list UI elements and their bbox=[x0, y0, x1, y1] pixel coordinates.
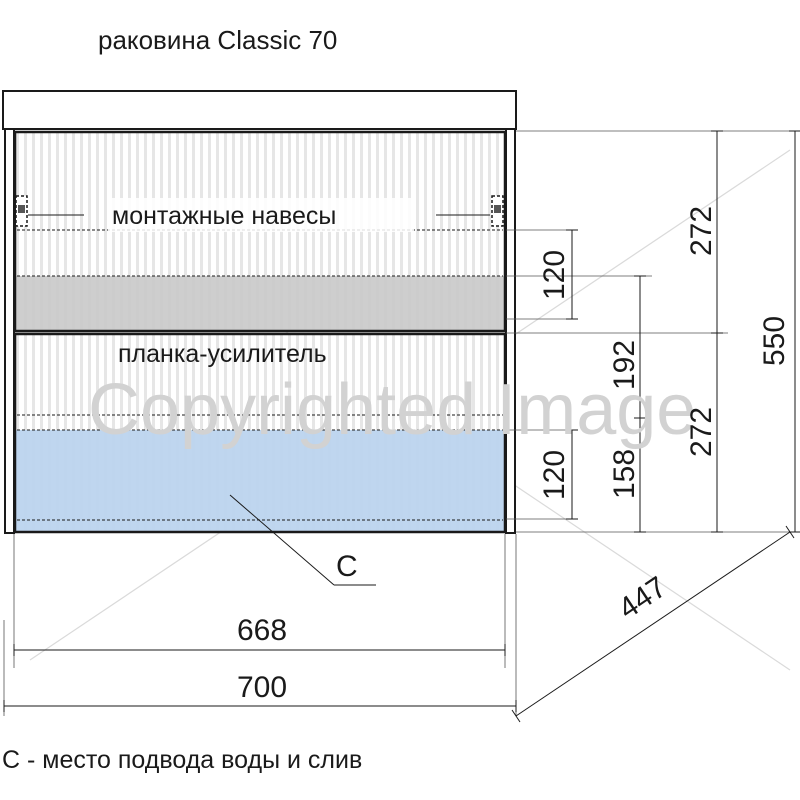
hanger-label-backdrop bbox=[108, 198, 414, 232]
sink-top bbox=[2, 90, 517, 130]
grey-zone bbox=[15, 276, 505, 331]
dim-upper-drawer: 272 bbox=[685, 206, 718, 256]
watermark-text: Copyrighted Image bbox=[88, 370, 696, 450]
dim-lower-offset: 158 bbox=[608, 449, 641, 499]
left-side-panel bbox=[4, 128, 15, 534]
hanger-label: монтажные навесы bbox=[112, 202, 336, 230]
stiffener-label: планка-усилитель bbox=[118, 340, 327, 368]
dim-lower-drawer: 272 bbox=[685, 407, 718, 457]
dim-lower-zone: 120 bbox=[538, 450, 571, 500]
dim-total-height: 550 bbox=[758, 316, 791, 366]
drawing-title: раковина Classic 70 bbox=[98, 25, 337, 55]
dashed-guides bbox=[17, 229, 503, 521]
vertical-dimension-lines bbox=[566, 130, 800, 533]
left-hanger-icon bbox=[15, 195, 28, 227]
legend-note: С - место подвода воды и слив bbox=[2, 746, 362, 774]
depth-dimension-line bbox=[511, 525, 795, 723]
dim-depth: 447 bbox=[613, 570, 673, 625]
dim-middle-span: 192 bbox=[608, 340, 641, 390]
dim-inner-width: 668 bbox=[237, 614, 287, 647]
lower-drawer-outline bbox=[13, 332, 507, 534]
dim-total-width: 700 bbox=[237, 671, 287, 704]
blue-connection-zone bbox=[15, 430, 505, 531]
right-side-panel bbox=[505, 128, 516, 534]
dim-upper-zone: 120 bbox=[538, 250, 571, 300]
horizontal-dimension-lines bbox=[3, 644, 517, 712]
connection-marker-label: С bbox=[336, 550, 358, 583]
connection-leader bbox=[229, 494, 335, 586]
right-hanger-icon bbox=[491, 195, 504, 227]
upper-drawer-outline bbox=[13, 130, 507, 333]
